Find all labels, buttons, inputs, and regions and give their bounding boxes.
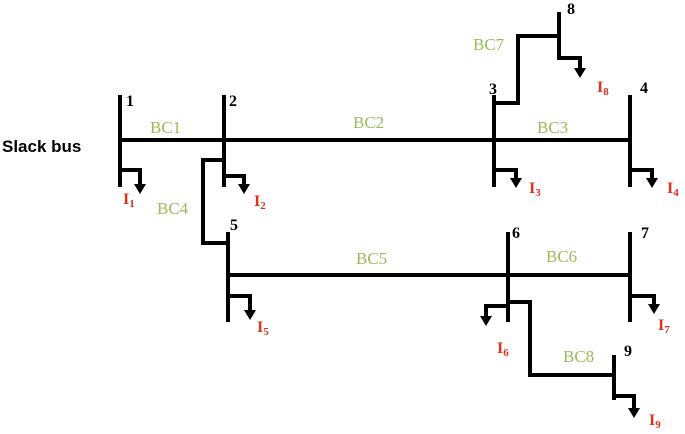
load-arrow-7 — [630, 294, 656, 306]
load-label-1: I1 — [123, 191, 135, 210]
bus-label-2: 2 — [229, 93, 237, 110]
load-arrow-1 — [120, 168, 142, 186]
bus-label-7: 7 — [641, 225, 649, 242]
load-label-4: I4 — [667, 180, 679, 199]
load-arrowhead-3 — [510, 178, 522, 188]
load-arrow-8 — [559, 56, 582, 70]
load-label-7: I7 — [658, 317, 670, 336]
branch-label-bc4: BC4 — [157, 199, 189, 218]
load-arrow-4 — [630, 168, 654, 180]
branch-label-bc7: BC7 — [473, 35, 505, 54]
load-arrow-6 — [484, 304, 508, 318]
load-arrow-2 — [224, 174, 246, 186]
bus-label-3: 3 — [489, 81, 497, 98]
load-label-9: I9 — [649, 412, 661, 431]
load-arrow-3 — [494, 168, 518, 180]
load-labels: I1 I2 I3 I4 I5 I6 I7 I8 I9 — [123, 79, 679, 431]
load-arrowhead-2 — [238, 184, 250, 194]
bus-label-6: 6 — [512, 225, 520, 242]
branch-line-bc4 — [201, 158, 228, 245]
bus-label-5: 5 — [230, 217, 238, 234]
branch-label-bc5: BC5 — [356, 249, 387, 268]
branch-labels: BC1 BC2 BC3 BC4 BC5 BC6 BC7 BC8 — [150, 35, 594, 366]
branch-line-bc7 — [494, 34, 559, 105]
load-arrowhead-8 — [574, 68, 586, 78]
load-arrowhead-4 — [646, 178, 658, 188]
load-arrow-5 — [228, 294, 252, 312]
load-arrowhead-5 — [244, 310, 256, 320]
load-label-3: I3 — [529, 180, 541, 199]
load-label-8: I8 — [597, 79, 609, 98]
bus-label-4: 4 — [640, 80, 648, 97]
load-arrows — [120, 56, 660, 418]
load-arrowhead-9 — [628, 408, 640, 418]
branch-label-bc2: BC2 — [353, 113, 384, 132]
load-arrow-9 — [614, 394, 636, 410]
load-arrowhead-1 — [134, 184, 146, 194]
branch-label-bc6: BC6 — [546, 247, 577, 266]
branch-label-bc1: BC1 — [150, 118, 181, 137]
bus-label-9: 9 — [624, 343, 632, 360]
bus-label-1: 1 — [126, 93, 134, 110]
slack-bus-label: Slack bus — [2, 137, 81, 156]
load-label-5: I5 — [257, 319, 269, 338]
load-arrowhead-7 — [648, 304, 660, 314]
branch-label-bc8: BC8 — [563, 347, 594, 366]
load-label-2: I2 — [254, 193, 266, 212]
branch-lines — [120, 34, 630, 377]
load-arrowhead-6 — [480, 316, 492, 326]
bus-bars — [118, 12, 632, 400]
branch-line-bc8 — [508, 300, 614, 377]
branch-label-bc3: BC3 — [537, 118, 568, 137]
bus-label-8: 8 — [567, 1, 575, 18]
load-label-6: I6 — [497, 340, 509, 359]
bus-labels: 1 2 3 4 5 6 7 8 9 — [126, 1, 649, 360]
